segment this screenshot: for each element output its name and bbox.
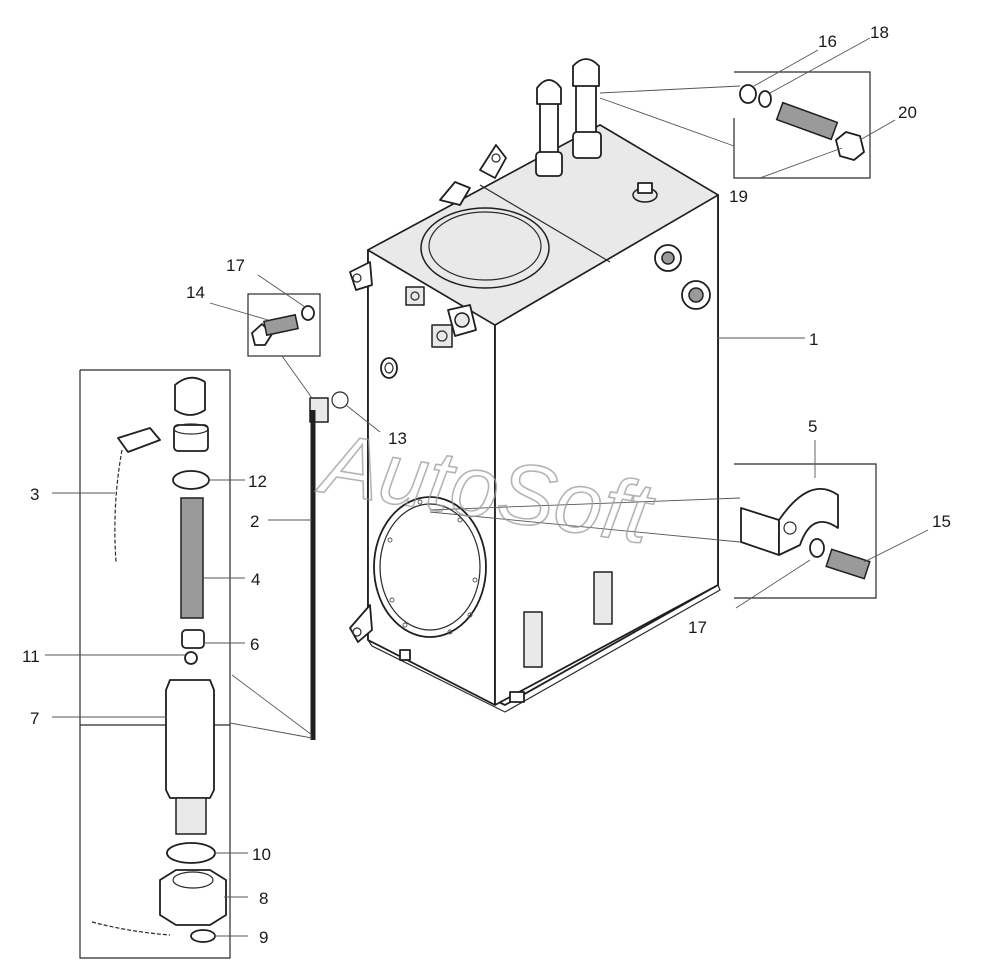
bolt-box-14 [247,293,321,357]
callout-20: 20 [898,103,917,122]
callout-2: 2 [250,512,259,531]
callout-13: 13 [388,429,407,448]
callout-3: 3 [30,485,39,504]
callout-14: 14 [186,283,205,302]
callout-17-top: 17 [226,256,245,275]
callout-1: 1 [809,330,818,349]
callout-10: 10 [252,845,271,864]
dipstick-2 [309,391,349,740]
front-hatch [373,496,487,638]
oring-12 [172,470,210,490]
callout-18: 18 [870,23,889,42]
strainer-4 [180,497,204,619]
callout-6: 6 [250,635,259,654]
callout-15: 15 [932,512,951,531]
callout-19: 19 [729,187,748,206]
callout-5: 5 [808,417,817,436]
callout-7: 7 [30,709,39,728]
top-cover [420,207,550,289]
callout-4: 4 [251,570,260,589]
callout-9: 9 [259,928,268,947]
callout-17-bottom: 17 [688,618,707,637]
callout-12: 12 [248,472,267,491]
callout-11: 11 [22,647,40,666]
tank [349,58,721,713]
callout-16: 16 [818,32,837,51]
leader-lines [45,37,929,937]
callout-labels: 1 2 3 4 5 6 7 8 9 10 11 12 13 14 15 16 1… [22,23,951,947]
filler-assembly [79,369,231,959]
clamp-box [734,463,877,599]
bolt-box-top-right [733,71,871,179]
callout-8: 8 [259,889,268,908]
